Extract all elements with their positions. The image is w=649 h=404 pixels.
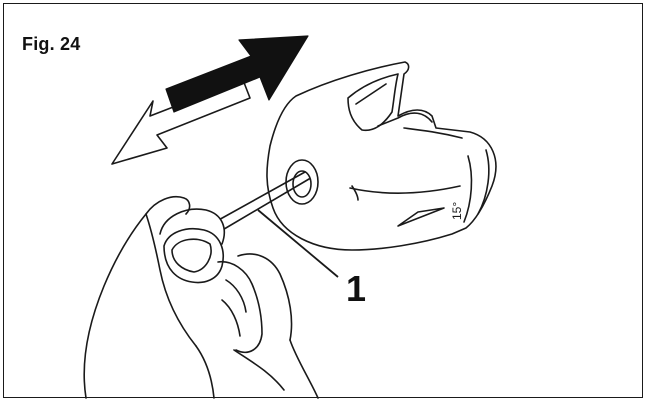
callout-leader-line (257, 209, 339, 278)
angle-marking: 15° (450, 202, 464, 220)
pin-tool-icon (205, 171, 310, 236)
figure-label: Fig. 24 (22, 34, 81, 54)
figure-frame (3, 3, 643, 398)
hand-icon (83, 196, 319, 399)
bidirectional-arrow-icon (111, 35, 309, 165)
knife-guide-icon (266, 61, 497, 251)
callout-number: 1 (346, 268, 367, 309)
